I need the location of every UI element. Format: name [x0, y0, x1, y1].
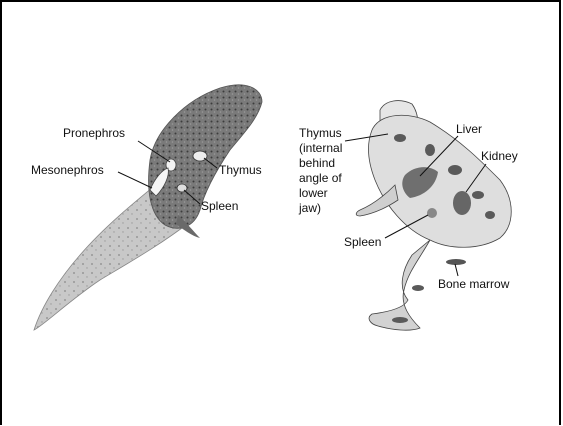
bone-marrow-label: Bone marrow	[438, 277, 510, 291]
tadpole-illustration: Pronephros Mesonephros Thymus Spleen	[31, 85, 262, 330]
frog-illustration: Thymus (internal behind angle of lower j…	[298, 101, 518, 331]
frog-thymus-label: Thymus (internal behind angle of lower j…	[298, 126, 346, 215]
mesonephros-label: Mesonephros	[31, 163, 104, 177]
bone-marrow-region	[446, 259, 466, 265]
liver-label: Liver	[456, 122, 482, 136]
frog-hindleg	[369, 240, 430, 330]
frog-forelimb	[356, 185, 398, 216]
tadpole-thymus-label: Thymus	[219, 163, 262, 177]
kidney-label: Kidney	[481, 149, 518, 163]
frog-spleen-organ	[427, 208, 437, 218]
tadpole-spleen-label: Spleen	[201, 199, 238, 213]
pronephros-label: Pronephros	[63, 126, 125, 140]
frog-body	[368, 115, 511, 247]
mesonephros-leader	[118, 172, 152, 188]
kidney-organ	[453, 191, 471, 215]
tadpole-thymus-organ	[193, 151, 207, 161]
bone-marrow-leader	[455, 264, 458, 276]
frog-spleen-label: Spleen	[344, 235, 381, 249]
